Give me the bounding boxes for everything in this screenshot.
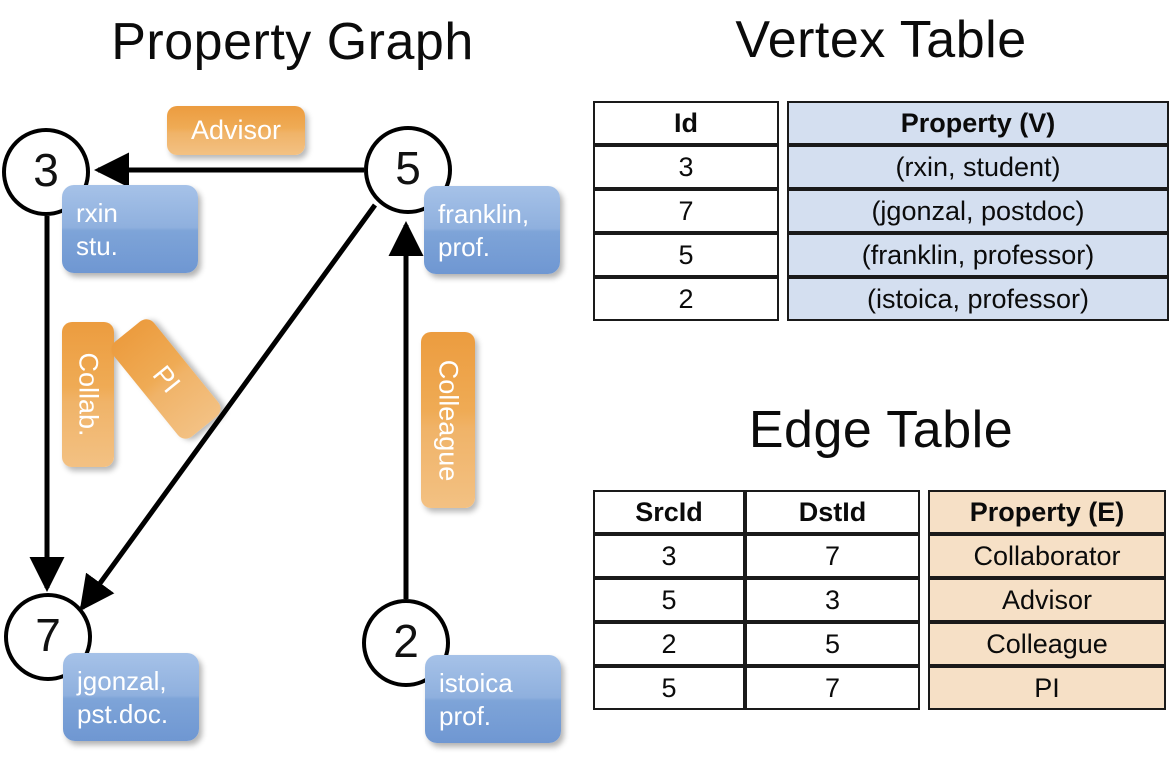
edge-label-colleague[interactable]: Colleague (421, 332, 475, 508)
page-title-vertex-table: Vertex Table (735, 11, 1027, 69)
table-row[interactable]: 5 7 PI (593, 666, 1166, 710)
graph-node-5[interactable]: 5 (364, 126, 452, 214)
vertex-property-line-1: rxin (76, 198, 118, 228)
vertex-property-box-5[interactable]: franklin, prof. (424, 186, 560, 274)
vertex-property-line-2: stu. (76, 231, 118, 262)
graph-edges-svg (29, 152, 424, 612)
vertex-table: Id Property (V) 3 (rxin, student) 7 (jgo… (593, 101, 1169, 321)
column-gap (920, 622, 928, 666)
vertex-cell-property: (franklin, professor) (787, 233, 1169, 277)
column-gap (779, 277, 787, 321)
edge-cell-property: Advisor (928, 578, 1166, 622)
edge-header-dstid: DstId (745, 490, 920, 534)
edge-header-property: Property (E) (928, 490, 1166, 534)
edge-label-advisor-text: Advisor (190, 115, 282, 145)
edge-label-collab[interactable]: Collab. (62, 322, 114, 467)
table-row[interactable]: 2 (istoica, professor) (593, 277, 1169, 321)
table-row[interactable]: 3 (rxin, student) (593, 145, 1169, 189)
vertex-cell-id: 2 (593, 277, 779, 321)
edge-cell-srcid: 3 (593, 534, 745, 578)
vertex-property-line-1: istoica (439, 668, 513, 698)
column-gap (779, 145, 787, 189)
vertex-property-box-3[interactable]: rxin stu. (62, 185, 198, 273)
table-row[interactable]: 7 (jgonzal, postdoc) (593, 189, 1169, 233)
property-graph-diagram: 3 5 7 2 rxin stu. franklin, prof. jgonza… (2, 106, 561, 743)
vertex-cell-id: 5 (593, 233, 779, 277)
vertex-header-id: Id (593, 101, 779, 145)
edge-label-advisor[interactable]: Advisor (167, 106, 305, 155)
graph-node-5-label: 5 (395, 142, 421, 194)
page-title-property-graph: Property Graph (111, 13, 474, 71)
edge-label-collab-text: Collab. (73, 352, 104, 437)
edge-cell-dstid: 5 (745, 622, 920, 666)
table-row[interactable]: 5 (franklin, professor) (593, 233, 1169, 277)
table-row[interactable]: 3 7 Collaborator (593, 534, 1166, 578)
graph-node-7-label: 7 (35, 609, 61, 661)
vertex-property-line-2: prof. (439, 701, 492, 732)
edge-cell-property: Colleague (928, 622, 1166, 666)
vertex-property-line-2: pst.doc. (77, 699, 169, 730)
column-gap (779, 189, 787, 233)
vertex-property-box-2[interactable]: istoica prof. (425, 655, 561, 743)
vertex-cell-id: 7 (593, 189, 779, 233)
edge-cell-property: PI (928, 666, 1166, 710)
vertex-cell-property: (istoica, professor) (787, 277, 1169, 321)
edge-cell-srcid: 2 (593, 622, 745, 666)
vertex-cell-property: (jgonzal, postdoc) (787, 189, 1169, 233)
graph-node-2[interactable]: 2 (362, 599, 450, 687)
column-gap (779, 101, 787, 145)
vertex-property-line-1: franklin, (438, 199, 530, 229)
vertex-cell-id: 3 (593, 145, 779, 189)
table-header-row: SrcId DstId Property (E) (593, 490, 1166, 534)
column-gap (779, 233, 787, 277)
page-title-edge-table: Edge Table (748, 401, 1014, 459)
vertex-header-property: Property (V) (787, 101, 1169, 145)
edge-header-srcid: SrcId (593, 490, 745, 534)
edge-label-pi-text: PI (146, 359, 187, 399)
column-gap (920, 666, 928, 710)
vertex-property-box-7[interactable]: jgonzal, pst.doc. (63, 653, 199, 741)
edge-cell-dstid: 7 (745, 534, 920, 578)
edge-cell-property: Collaborator (928, 534, 1166, 578)
edge-cell-dstid: 3 (745, 578, 920, 622)
edge-cell-srcid: 5 (593, 666, 745, 710)
edge-5-to-7 (79, 203, 378, 612)
table-row[interactable]: 5 3 Advisor (593, 578, 1166, 622)
column-gap (920, 578, 928, 622)
vertex-property-line-2: prof. (438, 232, 491, 263)
edge-table: SrcId DstId Property (E) 3 7 Collaborato… (593, 490, 1166, 710)
graph-node-2-label: 2 (393, 615, 419, 667)
vertex-property-line-1: jgonzal, (77, 666, 167, 696)
column-gap (920, 534, 928, 578)
edge-label-colleague-text: Colleague (433, 359, 464, 481)
edge-cell-srcid: 5 (593, 578, 745, 622)
graph-node-3-label: 3 (33, 144, 59, 196)
table-row[interactable]: 2 5 Colleague (593, 622, 1166, 666)
table-header-row: Id Property (V) (593, 101, 1169, 145)
edge-cell-dstid: 7 (745, 666, 920, 710)
column-gap (920, 490, 928, 534)
vertex-cell-property: (rxin, student) (787, 145, 1169, 189)
